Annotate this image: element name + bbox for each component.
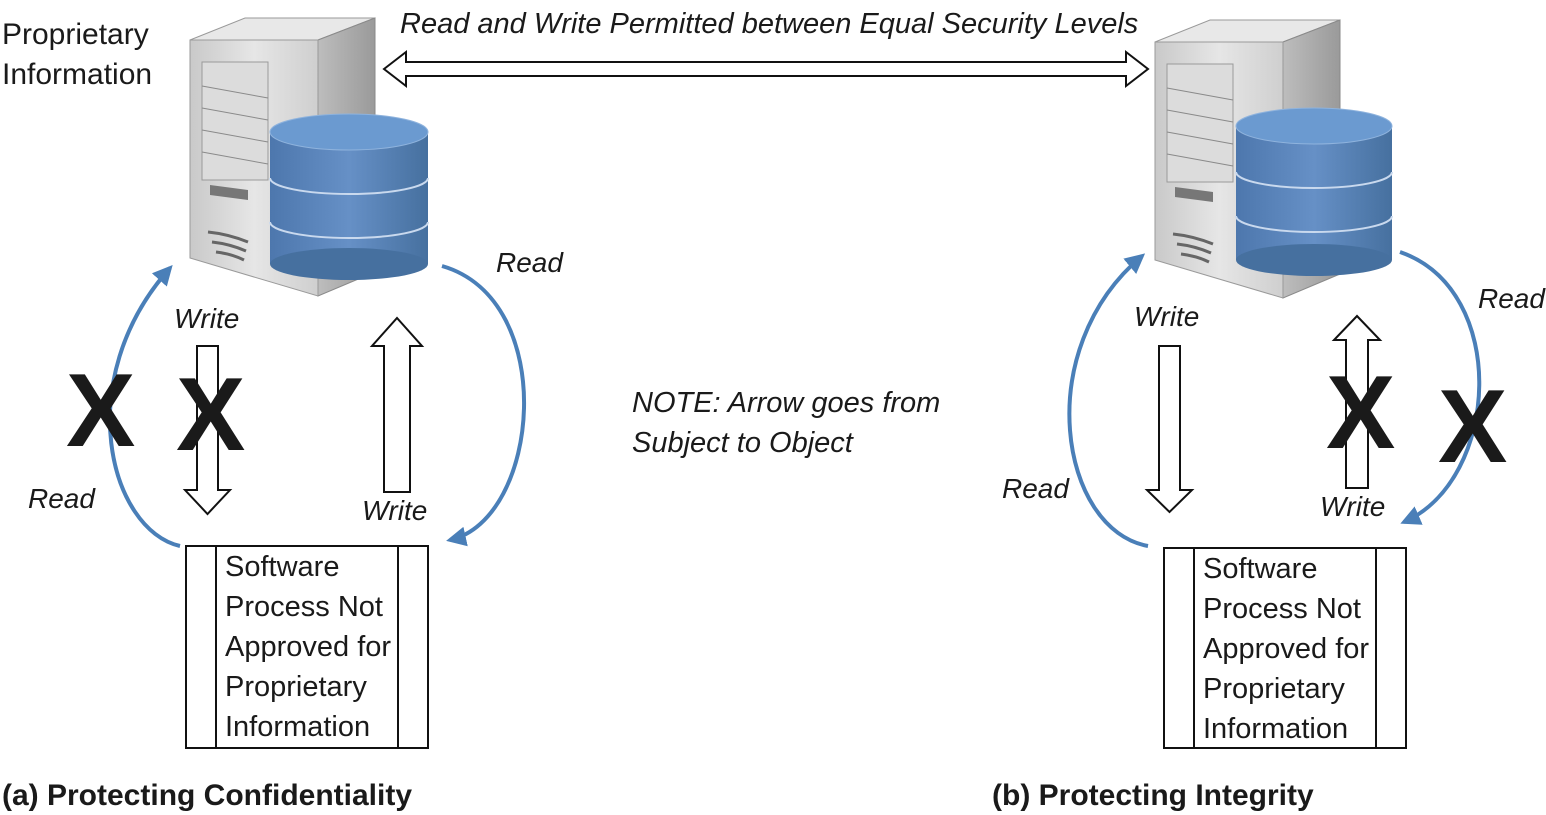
write-label: Write <box>1320 491 1385 522</box>
read-down-arc <box>441 264 527 547</box>
process-text: Proprietary <box>1203 673 1345 705</box>
write-up-arrow <box>369 316 425 493</box>
server-label: Proprietary <box>2 18 149 51</box>
note-text: NOTE: Arrow goes from <box>632 387 940 419</box>
database-icon <box>1235 107 1393 276</box>
process-text: Information <box>225 711 370 743</box>
process-text: Software <box>225 551 339 583</box>
panel-caption: (a) Protecting Confidentiality <box>2 779 412 812</box>
read-down-arc <box>1399 250 1482 525</box>
panel-a: Write Write Read Read X X Software Proce… <box>2 247 564 812</box>
read-label: Read <box>1002 473 1070 504</box>
process-text: Approved for <box>225 631 391 663</box>
read-label: Read <box>1478 283 1546 314</box>
top-arrow-label: Read and Write Permitted between Equal S… <box>400 8 1138 40</box>
equal-level-double-arrow <box>382 49 1150 89</box>
read-label: Read <box>496 247 564 278</box>
deny-mark: X <box>66 353 135 469</box>
write-down-arrow <box>182 345 233 516</box>
note-text: Subject to Object <box>632 427 855 459</box>
deny-mark: X <box>176 357 245 473</box>
process-text: Process Not <box>1203 593 1361 625</box>
database-icon <box>269 113 429 280</box>
server-label: Information <box>2 58 152 91</box>
panel-b: Write Write Read Read X X Software Proce… <box>992 250 1546 812</box>
panel-caption: (b) Protecting Integrity <box>992 779 1314 812</box>
write-down-arrow <box>1144 345 1195 514</box>
write-label: Write <box>174 303 239 334</box>
process-text: Proprietary <box>225 671 367 703</box>
process-text: Process Not <box>225 591 383 623</box>
process-text: Software <box>1203 553 1317 585</box>
process-box: Software Process Not Approved for Propri… <box>1163 547 1407 749</box>
write-label: Write <box>1134 301 1199 332</box>
read-label: Read <box>28 483 96 514</box>
process-box: Software Process Not Approved for Propri… <box>185 545 429 749</box>
process-text: Approved for <box>1203 633 1369 665</box>
process-text: Information <box>1203 713 1348 745</box>
deny-mark: X <box>1326 355 1395 471</box>
read-up-arc <box>108 265 181 548</box>
read-up-arc <box>1067 253 1149 548</box>
write-label: Write <box>362 495 427 526</box>
write-up-arrow <box>1331 314 1383 489</box>
deny-mark: X <box>1438 369 1507 485</box>
